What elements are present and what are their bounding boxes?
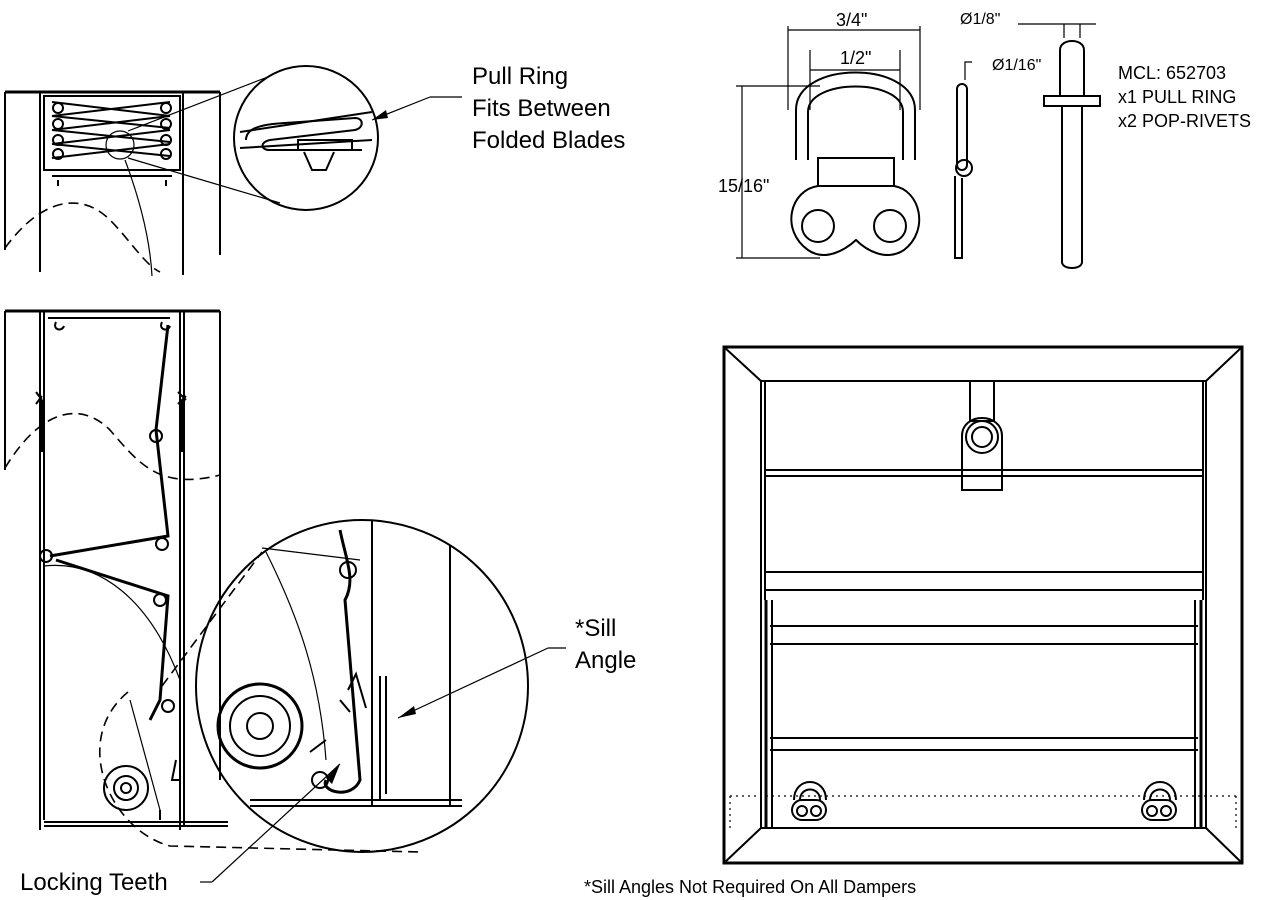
locking-teeth-leader	[211, 763, 341, 883]
locking-teeth-arrowhead	[326, 764, 340, 784]
sill-angle-arrowhead	[398, 706, 416, 718]
folded-blades-section	[4, 90, 221, 277]
locking-teeth-label: Locking Teeth	[20, 869, 168, 896]
dim-pin-diameter: Ø1/16"	[992, 57, 1041, 74]
dim-rivet-head-diameter: Ø1/8"	[960, 11, 1000, 28]
pull-ring-label-line1: Pull Ring	[472, 63, 568, 90]
pull-ring-front-view	[736, 26, 921, 259]
sill-angle-leader	[397, 647, 549, 719]
pop-rivet-view	[1018, 23, 1101, 269]
locking-teeth-detail-magnifier	[195, 519, 529, 853]
damper-front-view	[722, 345, 1244, 865]
part-qty-ring: x1 PULL RING	[1118, 87, 1236, 107]
dim-height: 15/16"	[718, 176, 769, 196]
sill-angle-label-line1: *Sill	[575, 615, 616, 642]
footnote: *Sill Angles Not Required On All Dampers	[584, 877, 916, 897]
damper-section-view	[4, 309, 421, 853]
pull-ring-label-line3: Folded Blades	[472, 127, 625, 154]
part-mcl: MCL: 652703	[1118, 63, 1226, 83]
pull-ring-side-view	[954, 61, 973, 259]
sill-angle-label-line2: Angle	[575, 647, 636, 674]
dim-width-inner: 1/2"	[840, 48, 871, 68]
part-qty-rivets: x2 POP-RIVETS	[1118, 111, 1251, 131]
pull-ring-detail-magnifier	[127, 65, 462, 211]
pull-ring-label-line2: Fits Between	[472, 95, 611, 122]
dim-width-outer: 3/4"	[836, 10, 867, 30]
